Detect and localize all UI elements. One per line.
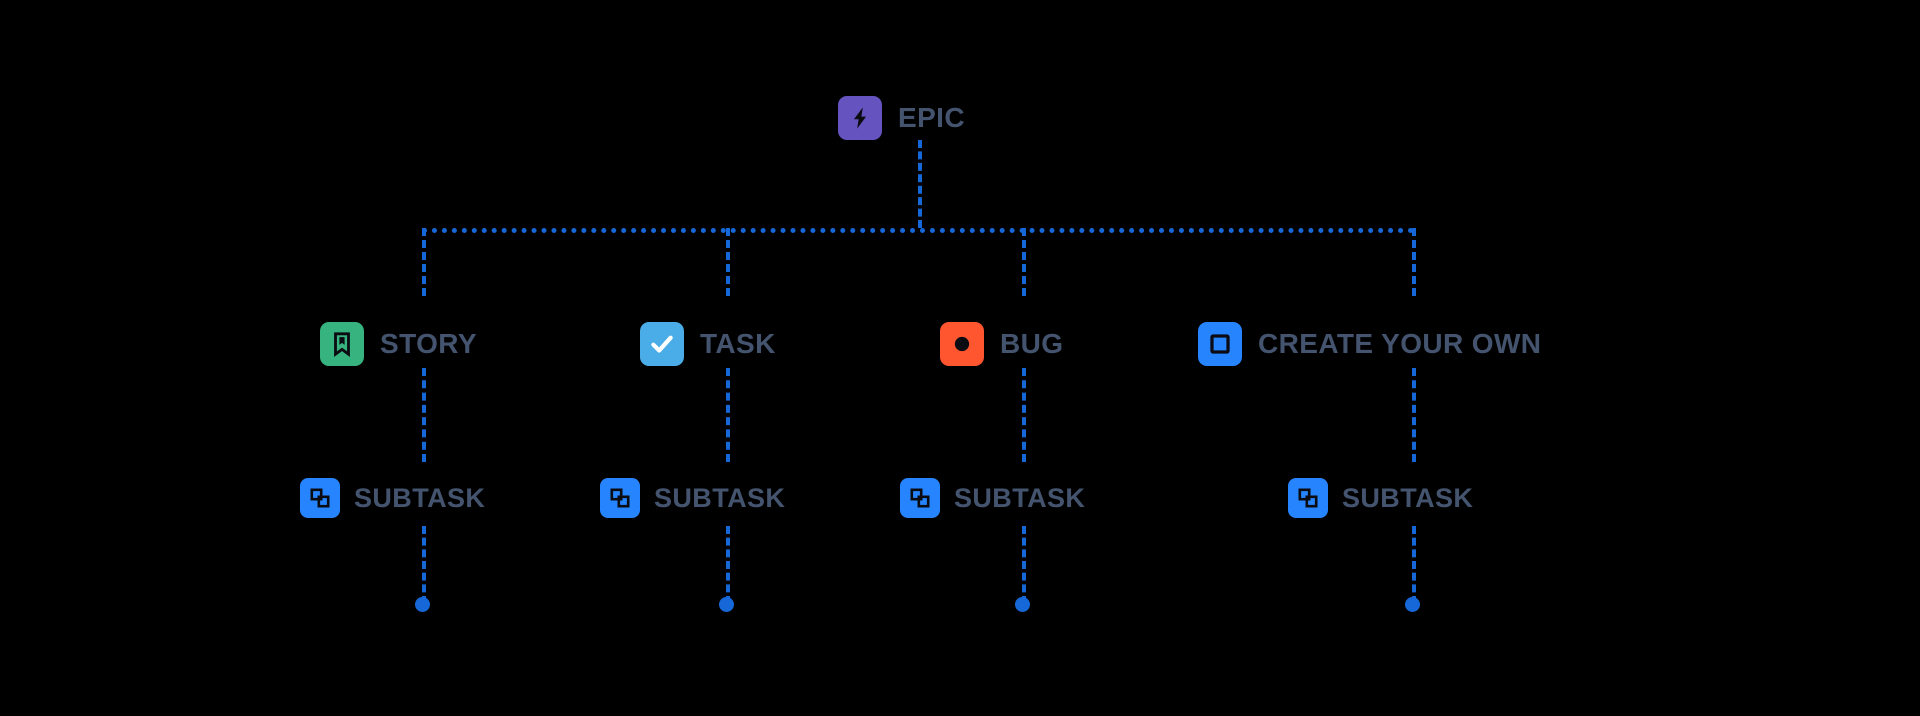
connector-tail-1 bbox=[422, 526, 426, 604]
node-create-your-own[interactable]: CREATE YOUR OWN bbox=[1198, 322, 1541, 366]
node-task-label: TASK bbox=[700, 328, 776, 359]
node-subtask-4-label: SUBTASK bbox=[1342, 482, 1474, 513]
node-subtask-1[interactable]: SUBTASK bbox=[300, 478, 485, 518]
connector-subtask-drop-2 bbox=[726, 368, 730, 462]
connector-subtask-drop-4 bbox=[1412, 368, 1416, 462]
connector-branch-drop-story bbox=[422, 228, 426, 296]
node-subtask-2[interactable]: SUBTASK bbox=[600, 478, 785, 518]
node-story[interactable]: STORY bbox=[320, 322, 477, 366]
connector-terminal-dot-1 bbox=[415, 597, 430, 612]
create-your-own-square-icon bbox=[1198, 322, 1242, 366]
connector-tail-4 bbox=[1412, 526, 1416, 604]
connector-branch-drop-bug bbox=[1022, 228, 1026, 296]
node-epic[interactable]: EPIC bbox=[838, 96, 965, 140]
connector-terminal-dot-3 bbox=[1015, 597, 1030, 612]
connector-branch-drop-task bbox=[726, 228, 730, 296]
subtask-nested-squares-icon bbox=[300, 478, 340, 518]
node-subtask-4[interactable]: SUBTASK bbox=[1288, 478, 1473, 518]
connector-horizontal-bus bbox=[422, 228, 1414, 233]
node-create-your-own-label: CREATE YOUR OWN bbox=[1258, 328, 1542, 359]
connector-branch-drop-create-your-own bbox=[1412, 228, 1416, 296]
connector-terminal-dot-4 bbox=[1405, 597, 1420, 612]
epic-lightning-icon bbox=[838, 96, 882, 140]
subtask-nested-squares-icon bbox=[900, 478, 940, 518]
subtask-nested-squares-icon bbox=[1288, 478, 1328, 518]
story-bookmark-icon bbox=[320, 322, 364, 366]
node-epic-label: EPIC bbox=[898, 102, 965, 133]
subtask-nested-squares-icon bbox=[600, 478, 640, 518]
node-subtask-3-label: SUBTASK bbox=[954, 482, 1086, 513]
node-story-label: STORY bbox=[380, 328, 477, 359]
connector-subtask-drop-1 bbox=[422, 368, 426, 462]
connector-tail-3 bbox=[1022, 526, 1026, 604]
node-subtask-3[interactable]: SUBTASK bbox=[900, 478, 1085, 518]
connector-tail-2 bbox=[726, 526, 730, 604]
connector-epic-stem bbox=[918, 140, 922, 228]
node-bug-label: BUG bbox=[1000, 328, 1064, 359]
connector-subtask-drop-3 bbox=[1022, 368, 1026, 462]
bug-circle-icon bbox=[940, 322, 984, 366]
node-subtask-2-label: SUBTASK bbox=[654, 482, 786, 513]
node-task[interactable]: TASK bbox=[640, 322, 776, 366]
node-bug[interactable]: BUG bbox=[940, 322, 1063, 366]
connector-terminal-dot-2 bbox=[719, 597, 734, 612]
task-check-icon bbox=[640, 322, 684, 366]
node-subtask-1-label: SUBTASK bbox=[354, 482, 486, 513]
